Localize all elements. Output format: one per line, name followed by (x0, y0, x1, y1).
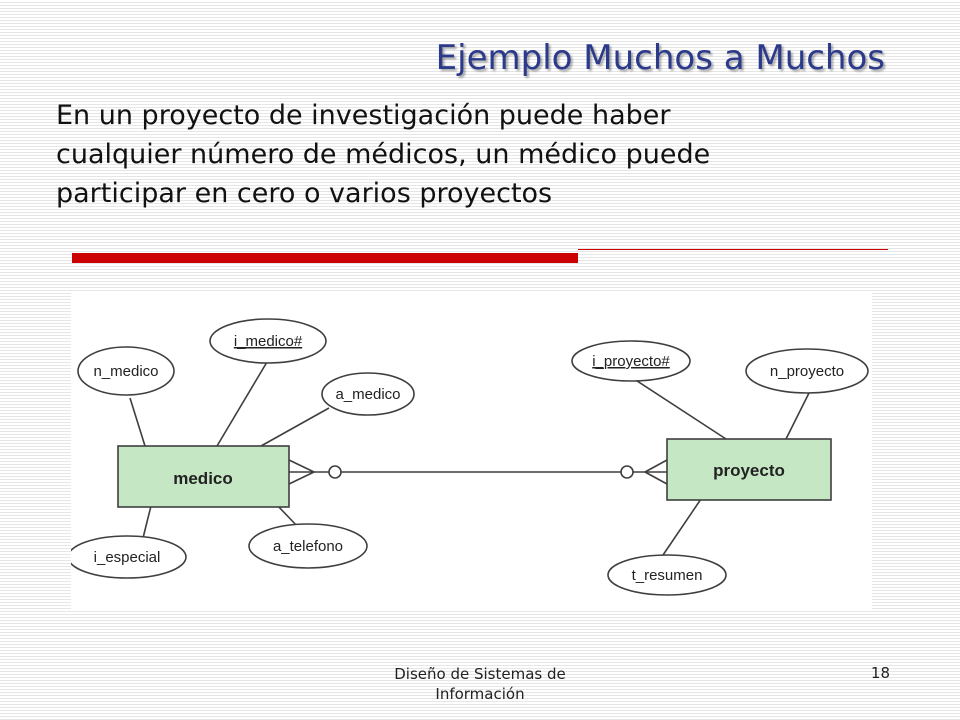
footer-page-number: 18 (870, 664, 890, 682)
attr-i-proyecto-ellipse (571, 340, 691, 382)
body-line-1: En un proyecto de investigación puede ha… (56, 100, 671, 131)
footer-course: Diseño de Sistemas de Información (380, 664, 580, 704)
line-a-medico (260, 407, 330, 447)
attr-a-telefono-ellipse (248, 523, 368, 569)
crowfoot-medico-bottom (288, 471, 315, 485)
crowfoot-proyecto-top (644, 459, 668, 473)
line-i-medico (216, 361, 268, 447)
attr-i-especial-ellipse (71, 535, 187, 579)
attr-a-medico-label: a_medico (335, 386, 400, 403)
line-n-medico (129, 397, 146, 447)
line-i-proyecto (630, 376, 727, 440)
attr-n-proyecto-ellipse (745, 348, 869, 394)
attr-i-especial-label: i_especial (94, 549, 161, 566)
body-line-3: participar en cero o varios proyectos (56, 178, 553, 209)
attr-a-medico-ellipse (321, 372, 415, 416)
attr-i-medico-ellipse (209, 318, 327, 364)
line-t-resumen (660, 498, 702, 559)
attr-i-medico-label: i_medico# (234, 333, 303, 350)
er-diagram-svg: medico proyecto n_medico i_medico# a_med… (71, 318, 869, 596)
attr-n-medico-label: n_medico (93, 363, 158, 380)
attr-n-proyecto-label: n_proyecto (770, 363, 844, 380)
attr-a-telefono-label: a_telefono (273, 538, 343, 555)
entity-medico-box (117, 445, 290, 508)
line-i-especial (142, 505, 152, 539)
body-line-2: cualquier número de médicos, un médico p… (56, 139, 711, 170)
line-n-proyecto (785, 386, 813, 440)
crowfoot-proyecto-bottom (644, 471, 668, 485)
er-diagram: medico proyecto n_medico i_medico# a_med… (71, 291, 872, 609)
footer-course-line-1: Diseño de Sistemas de (394, 665, 566, 683)
optional-circle-proyecto (620, 465, 634, 479)
entity-proyecto-box (666, 438, 832, 501)
optional-circle-medico (328, 465, 342, 479)
attr-i-proyecto-label: i_proyecto# (592, 353, 670, 370)
attr-t-resumen-ellipse (607, 554, 727, 596)
entity-medico-label: medico (173, 469, 233, 488)
title-rule-thin (578, 249, 888, 250)
slide-body: En un proyecto de investigación puede ha… (56, 96, 876, 213)
attr-n-medico-ellipse (77, 346, 175, 396)
entity-proyecto-label: proyecto (713, 461, 785, 480)
crowfoot-medico-top (288, 459, 315, 473)
attr-t-resumen-label: t_resumen (632, 567, 703, 584)
footer-course-line-2: Información (435, 685, 525, 703)
title-rule-thick (72, 253, 578, 263)
slide-title: Ejemplo Muchos a Muchos (435, 38, 885, 78)
